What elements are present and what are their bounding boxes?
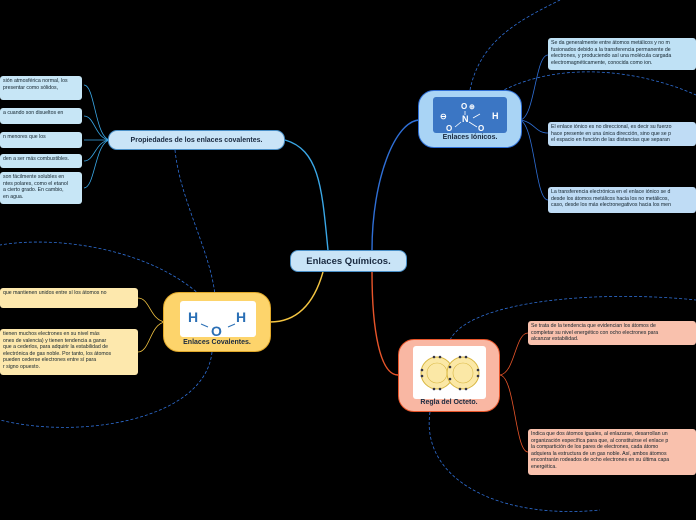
topic-label: Enlaces Iónicos. [442,134,498,141]
hydrogen-atom-right: H [236,309,246,325]
plus-charge-icon: ⊕ [469,104,475,111]
note-octet-1[interactable]: Se trata de la tendencia que evidencian … [528,321,696,345]
note-covalent-1[interactable]: que mantienen unidos entre sí los átomos… [0,288,138,308]
topic-enlaces-covalentes[interactable]: H O H Enlaces Covalentes. [163,292,271,352]
branch-ionic [371,119,421,251]
oxygen-atom-left: O [446,124,452,133]
topic-regla-octeto[interactable]: Regla del Octeto. [398,339,500,412]
note-props-4[interactable]: den a ser más combustibles. [0,154,82,168]
note-covalent-2[interactable]: tienen muchos electrones en su nivel más… [0,329,138,375]
minus-charge-icon: ⊖ [440,112,447,121]
branch-props [284,139,329,251]
central-topic[interactable]: Enlaces Químicos. [290,250,407,272]
relation-line [428,411,601,512]
topic-label: Propiedades de los enlaces covalentes. [130,136,263,144]
oxygen-atom-top: O [461,102,467,111]
relation-line [174,149,216,296]
nitrogen-atom: N [462,114,469,124]
shared-electron-atoms-icon [420,355,480,391]
oxygen-atom: O [211,323,222,337]
note-ionic-1[interactable]: Se da generalmente entre átomos metálico… [548,38,696,70]
water-molecule-icon: H O H [188,309,246,339]
topic-label: Enlaces Covalentes. [183,339,251,346]
central-topic-label: Enlaces Químicos. [306,255,391,267]
note-props-3[interactable]: n menores que los [0,132,82,148]
branch-covalent [269,271,324,323]
relation-line [469,0,561,91]
note-ionic-3[interactable]: La transferencia electrónica en el enlac… [548,187,696,213]
relation-line [449,295,696,341]
note-props-1[interactable]: sión atmosférica normal, los presentar c… [0,76,82,100]
note-props-2[interactable]: a cuando son disueltos en [0,108,82,124]
relation-line [499,71,696,96]
topic-propiedades-covalentes[interactable]: Propiedades de los enlaces covalentes. [108,130,285,150]
relation-line [0,351,213,428]
topic-enlaces-ionicos[interactable]: O ⊕ N ⊖ O O H Enlaces Iónicos. [418,90,522,148]
note-octet-2[interactable]: Indica que dos átomos iguales, al enlaza… [528,429,696,475]
relation-line [0,241,201,296]
hydrogen-atom: H [492,111,499,121]
molecule-diagram-icon: O ⊕ N ⊖ O O H [440,102,499,133]
ionic-structure-image: O ⊕ N ⊖ O O H [433,97,507,133]
octet-structure-image [413,346,486,399]
hydrogen-atom-left: H [188,309,198,325]
oxygen-atom-right: O [478,124,484,133]
branch-octet [371,271,399,376]
topic-label: Regla del Octeto. [420,399,478,406]
note-ionic-2[interactable]: El enlace iónico es no direccional, es d… [548,122,696,146]
covalent-structure-image: H O H [180,301,256,339]
note-props-5[interactable]: son fácilmente solubles en ntes polares,… [0,172,82,204]
